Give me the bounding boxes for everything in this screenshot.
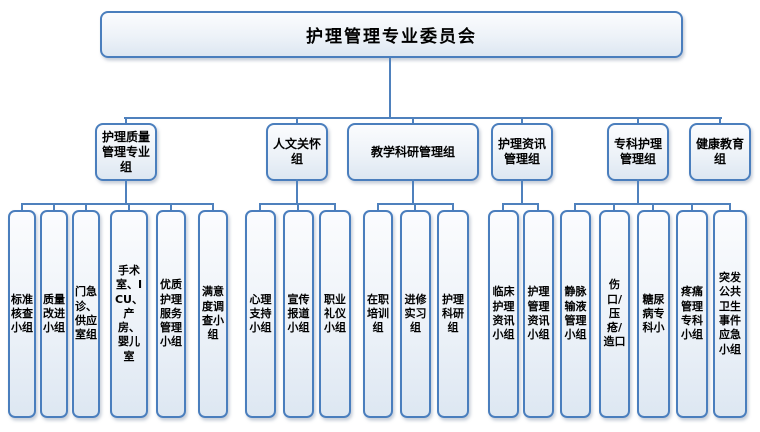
- connector-stem-group2: [296, 179, 298, 205]
- child-node-premium-care-service: 优质护理服务管理小组: [156, 210, 186, 418]
- child-node-or-icu-delivery: 手术室、ICU、产房、婴儿室: [110, 210, 148, 418]
- child-node-label: 门急诊、供应室组: [75, 285, 97, 342]
- connector-drop-group3: [412, 117, 414, 124]
- child-node-outpatient-supply: 门急诊、供应室组: [72, 210, 100, 418]
- group-node-label: 护理质量管理专业组: [101, 129, 150, 174]
- child-node-label: 伤口/压疮/造口: [603, 278, 626, 349]
- child-node-label: 质量改进小组: [43, 292, 65, 335]
- connector-drop-child: [729, 203, 731, 211]
- child-node-label: 心理支持小组: [249, 292, 272, 335]
- connector-rail-group3: [378, 203, 454, 205]
- group-node-nursing-information: 护理资讯管理组: [491, 123, 553, 181]
- child-node-label: 满意度调查小组: [202, 285, 224, 342]
- connector-drop-child: [85, 203, 87, 211]
- group-node-label: 教学科研管理组: [370, 144, 455, 159]
- child-node-nursing-management-info: 护理管理资讯小组: [523, 210, 554, 418]
- child-node-label: 突发公共卫生事件应急小组: [719, 271, 741, 356]
- child-node-satisfaction-survey: 满意度调查小组: [198, 210, 228, 418]
- child-node-label: 进修实习组: [404, 292, 427, 335]
- group-node-label: 人文关怀组: [272, 137, 321, 166]
- child-node-label: 临床护理资讯小组: [492, 285, 515, 342]
- group-node-label: 专科护理管理组: [613, 137, 662, 166]
- connector-drop-child: [53, 203, 55, 211]
- group-node-label: 护理资讯管理组: [497, 137, 546, 166]
- group-node-label: 健康教育组: [695, 137, 744, 166]
- group-node-teaching-research: 教学科研管理组: [347, 123, 479, 181]
- child-node-inservice-training: 在职培训组: [363, 210, 393, 418]
- connector-drop-child: [128, 203, 130, 211]
- connector-drop-group6: [719, 117, 721, 124]
- group-node-specialty-nursing: 专科护理管理组: [607, 123, 669, 181]
- connector-drop-child: [377, 203, 379, 211]
- connector-drop-child: [652, 203, 654, 211]
- child-node-label: 宣传报道小组: [287, 292, 310, 335]
- child-node-standard-check: 标准核查小组: [8, 210, 36, 418]
- connector-drop-child: [691, 203, 693, 211]
- root-node: 护理管理专业委员会: [100, 11, 683, 58]
- child-node-public-health-emergency: 突发公共卫生事件应急小组: [713, 210, 747, 418]
- child-node-label: 糖尿病专科小: [642, 292, 665, 335]
- child-node-publicity-report: 宣传报道小组: [283, 210, 314, 418]
- connector-rail-group1: [22, 203, 214, 205]
- connector-drop-child: [537, 203, 539, 211]
- connector-drop-child: [212, 203, 214, 211]
- child-node-nursing-research: 护理科研组: [437, 210, 469, 418]
- child-node-label: 在职培训组: [367, 292, 389, 335]
- connector-drop-child: [259, 203, 261, 211]
- connector-stem-group4: [521, 179, 523, 205]
- connector-stem-group5: [637, 179, 639, 205]
- child-node-advanced-study: 进修实习组: [400, 210, 431, 418]
- child-node-label: 优质护理服务管理小组: [160, 278, 182, 349]
- child-node-diabetes-specialty: 糖尿病专科小: [637, 210, 670, 418]
- connector-drop-child: [414, 203, 416, 211]
- child-node-professional-etiquette: 职业礼仪小组: [319, 210, 351, 418]
- connector-drop-child: [502, 203, 504, 211]
- connector-root-stem: [389, 58, 391, 118]
- child-node-label: 标准核查小组: [11, 292, 33, 335]
- connector-drop-child: [613, 203, 615, 211]
- child-node-quality-improvement: 质量改进小组: [40, 210, 68, 418]
- connector-stem-group3: [412, 179, 414, 205]
- group-node-health-education: 健康教育组: [689, 123, 751, 181]
- connector-drop-child: [452, 203, 454, 211]
- group-node-humanistic-care: 人文关怀组: [266, 123, 328, 181]
- child-node-clinical-nursing-info: 临床护理资讯小组: [488, 210, 519, 418]
- connector-drop-child: [170, 203, 172, 211]
- root-node-label: 护理管理专业委员会: [306, 27, 477, 47]
- connector-drop-group4: [521, 117, 523, 124]
- connector-main-rail: [124, 117, 722, 119]
- child-node-iv-infusion-management: 静脉输液管理小组: [560, 210, 591, 418]
- connector-drop-group2: [296, 117, 298, 124]
- connector-drop-child: [21, 203, 23, 211]
- connector-drop-child: [574, 203, 576, 211]
- child-node-label: 手术室、ICU、产房、婴儿室: [114, 263, 143, 363]
- child-node-label: 静脉输液管理小组: [564, 285, 587, 342]
- child-node-label: 护理管理资讯小组: [527, 285, 550, 342]
- child-node-label: 职业礼仪小组: [324, 292, 346, 335]
- child-node-label: 疼痛管理专科小组: [681, 285, 703, 342]
- connector-drop-group1: [125, 117, 127, 124]
- child-node-wound-pressure-stoma: 伤口/压疮/造口: [599, 210, 630, 418]
- group-node-quality-management: 护理质量管理专业组: [95, 123, 157, 181]
- connector-rail-group4: [503, 203, 539, 205]
- child-node-psychological-support: 心理支持小组: [245, 210, 276, 418]
- connector-drop-child: [334, 203, 336, 211]
- child-node-pain-management-specialty: 疼痛管理专科小组: [676, 210, 708, 418]
- connector-drop-group5: [637, 117, 639, 124]
- connector-drop-child: [297, 203, 299, 211]
- connector-stem-group1: [125, 179, 127, 205]
- child-node-label: 护理科研组: [442, 292, 464, 335]
